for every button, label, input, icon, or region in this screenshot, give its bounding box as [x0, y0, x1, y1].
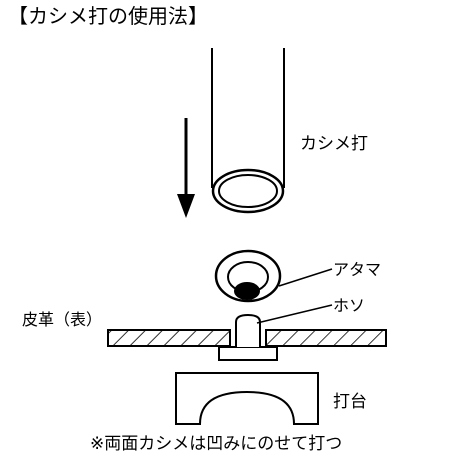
rivet-head [214, 249, 282, 303]
post-label: ホソ [333, 296, 366, 315]
anvil-label: 打台 [333, 392, 367, 412]
punch-label: カシメ打 [300, 134, 368, 154]
rivet-post [218, 313, 278, 361]
diagram-title: 【カシメ打の使用法】 [8, 4, 208, 28]
rivet-punch [211, 48, 285, 214]
down-arrow-icon [177, 118, 195, 218]
leather-left-strip [107, 329, 231, 347]
leather-label: 皮革（表） [22, 310, 103, 329]
footnote: ※両面カシメは凹みにのせて打つ [90, 434, 343, 454]
head-leader-line [278, 268, 333, 287]
anvil [175, 372, 319, 425]
head-label: アタマ [333, 260, 382, 279]
leather-right-strip [265, 329, 387, 347]
post-leader-line [256, 304, 333, 324]
